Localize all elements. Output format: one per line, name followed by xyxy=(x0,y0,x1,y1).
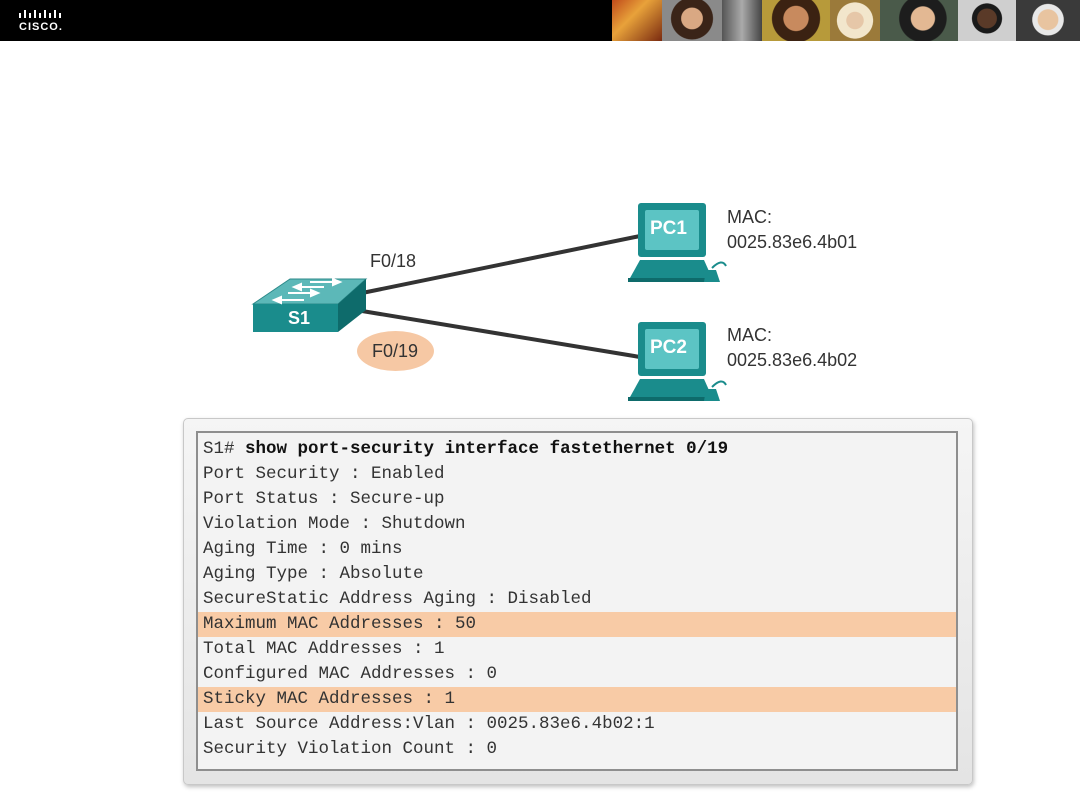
output-line: Port Security : Enabled xyxy=(203,464,445,484)
header-bar: CISCO. xyxy=(0,0,1080,41)
pc1-icon xyxy=(628,203,727,282)
output-line: Aging Type : Absolute xyxy=(203,564,424,584)
port-f0-19-highlight xyxy=(357,331,434,371)
cisco-logo-icon xyxy=(19,10,61,18)
photo-4 xyxy=(762,0,830,41)
terminal-output: S1# show port-security interface fasteth… xyxy=(196,431,958,771)
output-line: Port Status : Secure-up xyxy=(203,489,445,509)
output-line: Configured MAC Addresses : 0 xyxy=(203,664,498,684)
switch-label: S1 xyxy=(288,308,311,328)
pc2-mac-title: MAC: xyxy=(727,325,772,345)
port-f0-19-label: F0/19 xyxy=(372,341,419,361)
pc2-mac-value: 0025.83e6.4b02 xyxy=(727,350,858,370)
command-line: S1# show port-security interface fasteth… xyxy=(198,437,956,462)
port-f0-18-label: F0/18 xyxy=(370,251,417,271)
pc1-label: PC1 xyxy=(650,218,687,239)
cisco-logo-text: CISCO. xyxy=(19,21,63,33)
output-line: SecureStatic Address Aging : Disabled xyxy=(203,589,592,609)
output-line: Aging Time : 0 mins xyxy=(203,539,403,559)
link-s1-pc2 xyxy=(361,309,641,359)
header-photo-strip xyxy=(612,0,1080,41)
photo-3 xyxy=(722,0,762,41)
network-diagram: S1 F0/18 F0/19 PC1 PC2 MAC: 0025.83e6.4b… xyxy=(251,203,858,401)
photo-7 xyxy=(958,0,1016,41)
pc2-label: PC2 xyxy=(650,337,687,358)
output-line: Total MAC Addresses : 1 xyxy=(203,639,445,659)
pc1-mac-value: 0025.83e6.4b01 xyxy=(727,232,858,252)
output-line: Last Source Address:Vlan : 0025.83e6.4b0… xyxy=(203,714,655,734)
command: show port-security interface fastetherne… xyxy=(245,439,729,459)
output-line: Security Violation Count : 0 xyxy=(203,739,498,759)
prompt: S1# xyxy=(203,439,246,459)
photo-6 xyxy=(880,0,958,41)
link-s1-pc1 xyxy=(361,234,641,295)
output-line: Violation Mode : Shutdown xyxy=(203,514,466,534)
photo-5 xyxy=(830,0,880,41)
diagram-graphics xyxy=(251,203,727,401)
output-line: Sticky MAC Addresses : 1 xyxy=(198,687,956,712)
photo-1 xyxy=(612,0,662,41)
switch-s1-icon xyxy=(251,277,368,332)
pc1-mac-title: MAC: xyxy=(727,207,772,227)
photo-2 xyxy=(662,0,722,41)
photo-8 xyxy=(1016,0,1080,41)
output-line: Maximum MAC Addresses : 50 xyxy=(198,612,956,637)
pc2-icon xyxy=(628,322,727,401)
